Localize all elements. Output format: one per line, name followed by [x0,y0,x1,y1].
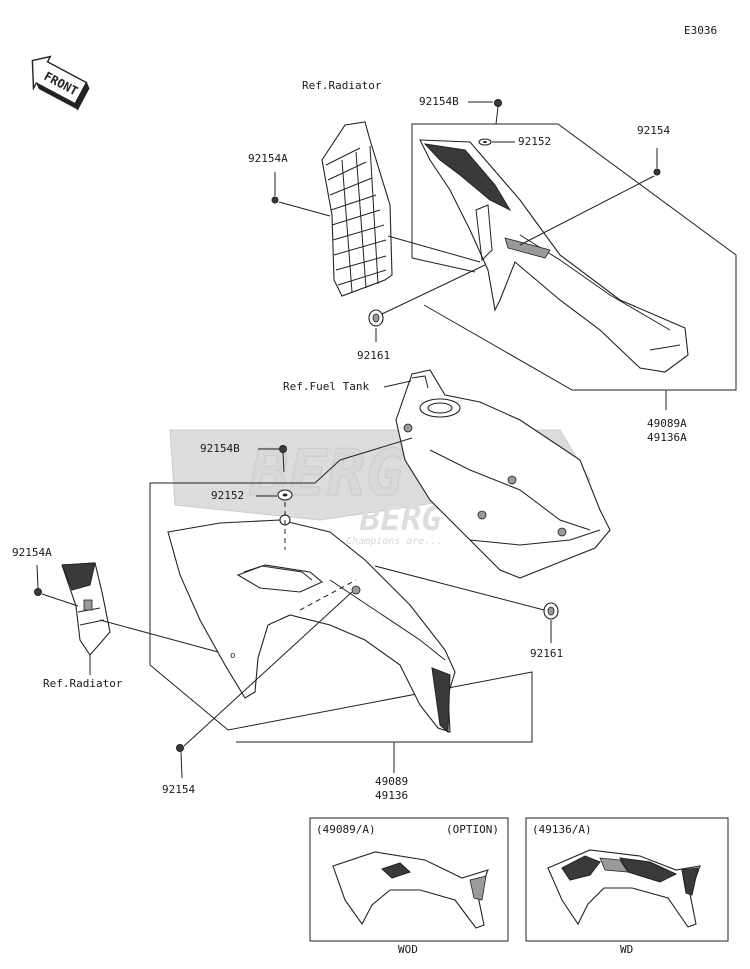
label-92152-top: 92152 [518,135,552,148]
label-92154B-top: 92154B [419,95,459,108]
svg-text:o: o [230,651,235,661]
bolt-92154-top [653,148,661,176]
label-49136A: 49136A [647,431,687,444]
label-92161-right: 92161 [530,647,564,660]
variant-box-49089A [309,817,509,942]
washer-92152-mid [277,489,293,501]
grommet-92161-right [543,602,559,620]
radiator-shroud-top [419,139,689,373]
label-49089A: 49089A [647,417,687,430]
bolt-92154A-top [271,172,279,204]
diagram-code: E3036 [684,24,718,37]
watermark-tagline: Where Champions are... [310,536,442,547]
bolt-92154B-mid [279,445,287,473]
bolt-92154-bottom [176,744,184,779]
bolt-92154B-top [494,99,502,125]
variant-code-right: (49136/A) [532,823,592,836]
radiator-louver-left [61,562,111,656]
label-92161-top: 92161 [357,349,391,362]
variant-box-49136A [525,817,729,942]
radiator-shroud-main: o [167,514,456,734]
variant-caption-left: WOD [398,943,418,956]
label-92154A-left: 92154A [12,546,52,559]
label-ref-fuel-tank: Ref.Fuel Tank [283,380,370,393]
fuel-tank [395,369,611,579]
variant-code-left: (49089/A) [316,823,376,836]
label-92154-bottom: 92154 [162,783,196,796]
label-92154B-mid: 92154B [200,442,240,455]
variant-note-left: (OPTION) [446,823,499,836]
grommet-92161-top [368,309,384,327]
label-92154A-top: 92154A [248,152,288,165]
label-ref-radiator-left: Ref.Radiator [43,677,123,690]
bolt-92154A-left [34,564,42,596]
label-49136: 49136 [375,789,409,802]
label-92152-mid: 92152 [211,489,245,502]
front-arrow-icon: FRONT [31,55,90,111]
label-92154-top: 92154 [637,124,671,137]
variant-caption-right: WD [620,943,634,956]
label-49089: 49089 [375,775,409,788]
label-ref-radiator-top: Ref.Radiator [302,79,382,92]
washer-92152-top [478,138,492,146]
radiator-louver-top [321,121,393,297]
